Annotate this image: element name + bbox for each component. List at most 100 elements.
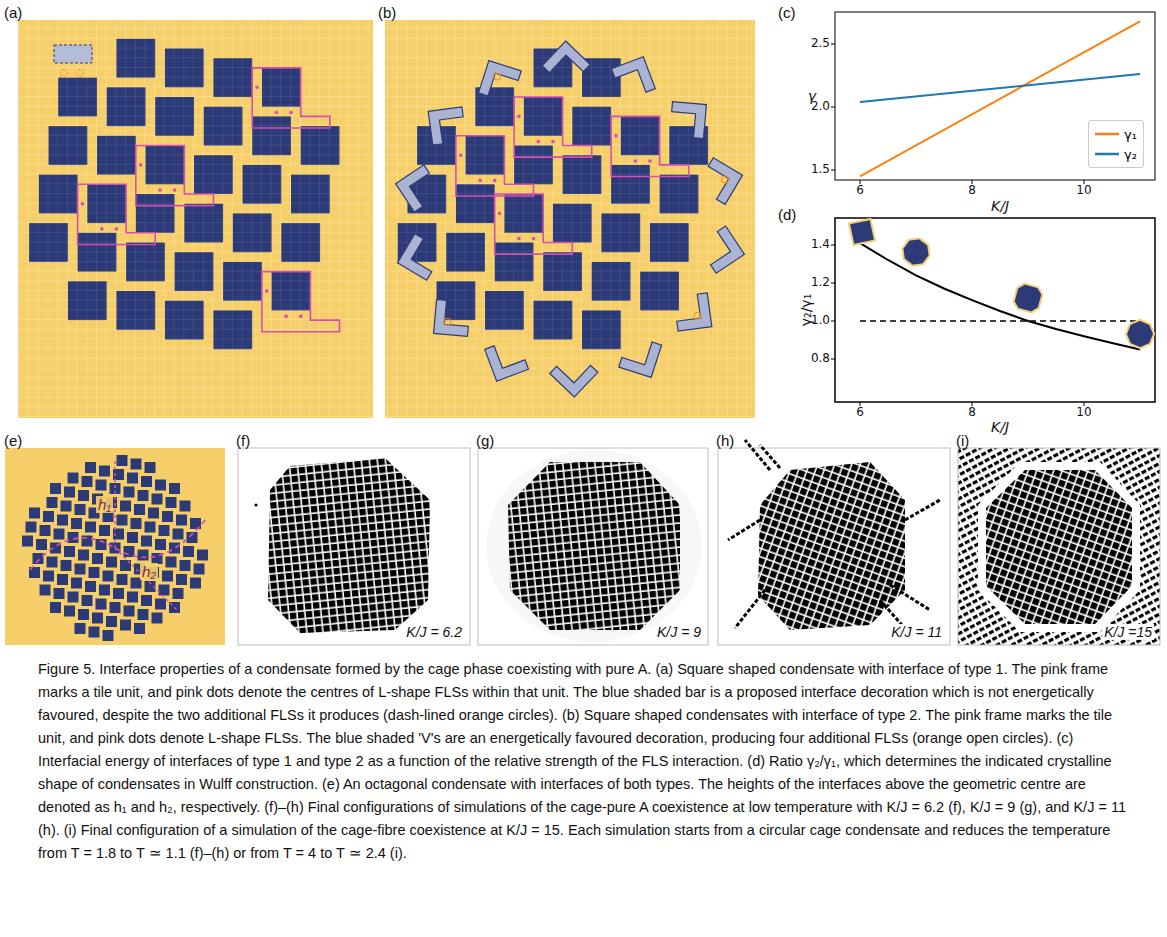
panel-label: (d) bbox=[778, 206, 796, 223]
fls-circle bbox=[694, 312, 701, 319]
tile-frame bbox=[495, 194, 573, 254]
figure-rect bbox=[5, 448, 225, 645]
cage-square bbox=[223, 262, 262, 301]
cage-square bbox=[169, 543, 180, 554]
tick-label: 1.2 bbox=[811, 276, 830, 290]
cage-square bbox=[301, 126, 340, 165]
cage-square bbox=[92, 553, 103, 564]
cage-square bbox=[99, 466, 110, 477]
tick-label: 10 bbox=[1076, 406, 1091, 420]
panel-label: (a) bbox=[4, 4, 22, 21]
plot-legend: γ₁γ₂ bbox=[1088, 120, 1144, 168]
cage-square bbox=[162, 511, 173, 522]
figure-g bbox=[396, 41, 745, 397]
cage-square bbox=[106, 616, 117, 627]
v-decoration bbox=[619, 335, 662, 378]
fls-circle bbox=[444, 318, 451, 325]
fls-dot bbox=[255, 86, 259, 90]
cage-square bbox=[54, 529, 65, 540]
cage-square bbox=[64, 487, 75, 498]
fls-dot bbox=[173, 188, 177, 192]
cage-square bbox=[592, 262, 631, 301]
tile-frame bbox=[456, 136, 534, 196]
fls-dot bbox=[158, 188, 162, 192]
figure-caption: Figure 5. Interface properties of a cond… bbox=[38, 658, 1138, 865]
cage-square bbox=[173, 529, 184, 540]
cage-square bbox=[495, 243, 534, 282]
cage-square bbox=[87, 184, 126, 223]
cage-square bbox=[165, 301, 204, 340]
cage-square bbox=[138, 609, 149, 620]
cage-square bbox=[75, 504, 86, 515]
cage-square bbox=[78, 609, 89, 620]
figure-circle bbox=[77, 70, 84, 77]
fls-dot bbox=[517, 237, 521, 241]
tick-label: 1.0 bbox=[811, 314, 830, 328]
tick-label: 8 bbox=[968, 184, 976, 198]
cage-square bbox=[40, 585, 51, 596]
tick-label: 1.5 bbox=[811, 163, 830, 177]
cage-square bbox=[145, 462, 156, 473]
figure-circle bbox=[61, 70, 68, 77]
axis-label: K/J = 6.2 bbox=[404, 624, 464, 640]
legend-swatch bbox=[1095, 129, 1119, 139]
cage-square bbox=[176, 515, 187, 526]
tile-frame bbox=[78, 184, 156, 244]
v-decoration bbox=[697, 226, 744, 273]
v-decoration bbox=[674, 293, 712, 331]
cage-square bbox=[190, 578, 201, 589]
v-decoration bbox=[485, 337, 529, 381]
cage-square bbox=[47, 497, 58, 508]
fls-dot bbox=[289, 111, 293, 115]
cage-square bbox=[85, 581, 96, 592]
cage-square bbox=[50, 602, 61, 613]
figure-rect bbox=[478, 448, 708, 645]
cage-square bbox=[64, 606, 75, 617]
cage-square bbox=[155, 480, 166, 491]
figure-rect bbox=[18, 20, 373, 418]
cage-square bbox=[262, 68, 301, 107]
cage-square bbox=[141, 476, 152, 487]
cage-square bbox=[152, 494, 163, 505]
cage-square bbox=[124, 606, 135, 617]
cage-square bbox=[127, 592, 138, 603]
v-decoration bbox=[696, 158, 743, 205]
figure-rect bbox=[718, 448, 950, 645]
axis-label: K/J =15 bbox=[1102, 624, 1154, 640]
cage-square bbox=[99, 585, 110, 596]
cage-square bbox=[514, 146, 553, 185]
cage-square bbox=[36, 539, 47, 550]
v-decoration bbox=[434, 299, 471, 336]
cage-square bbox=[176, 574, 187, 585]
cage-square bbox=[78, 233, 117, 272]
tick-label: 1.4 bbox=[811, 238, 830, 252]
cage-square bbox=[291, 175, 330, 214]
cage-square bbox=[138, 490, 149, 501]
figure-circle bbox=[255, 504, 258, 507]
tick-label: 2.0 bbox=[811, 100, 830, 114]
cage-square bbox=[485, 291, 524, 330]
cage-square bbox=[113, 588, 124, 599]
cage-square bbox=[146, 146, 185, 185]
cage-square bbox=[58, 78, 97, 117]
cage-square bbox=[159, 525, 170, 536]
figure-line bbox=[115, 548, 178, 611]
cage-square bbox=[61, 501, 72, 512]
fls-dot bbox=[532, 237, 536, 241]
cage-square bbox=[43, 511, 54, 522]
cage-square bbox=[155, 599, 166, 610]
panel-label: (f) bbox=[236, 432, 250, 449]
cage-square bbox=[103, 630, 114, 641]
panel-label: (b) bbox=[378, 4, 396, 21]
cage-square bbox=[89, 627, 100, 638]
v-decoration bbox=[397, 234, 444, 281]
cage-square bbox=[116, 291, 155, 330]
cage-square bbox=[120, 620, 131, 631]
figure-polygon bbox=[508, 462, 680, 630]
cage-square bbox=[96, 480, 107, 491]
cage-square bbox=[124, 487, 135, 498]
figure-polygon bbox=[986, 470, 1132, 624]
fls-dot bbox=[634, 159, 638, 163]
cage-square bbox=[650, 223, 689, 262]
